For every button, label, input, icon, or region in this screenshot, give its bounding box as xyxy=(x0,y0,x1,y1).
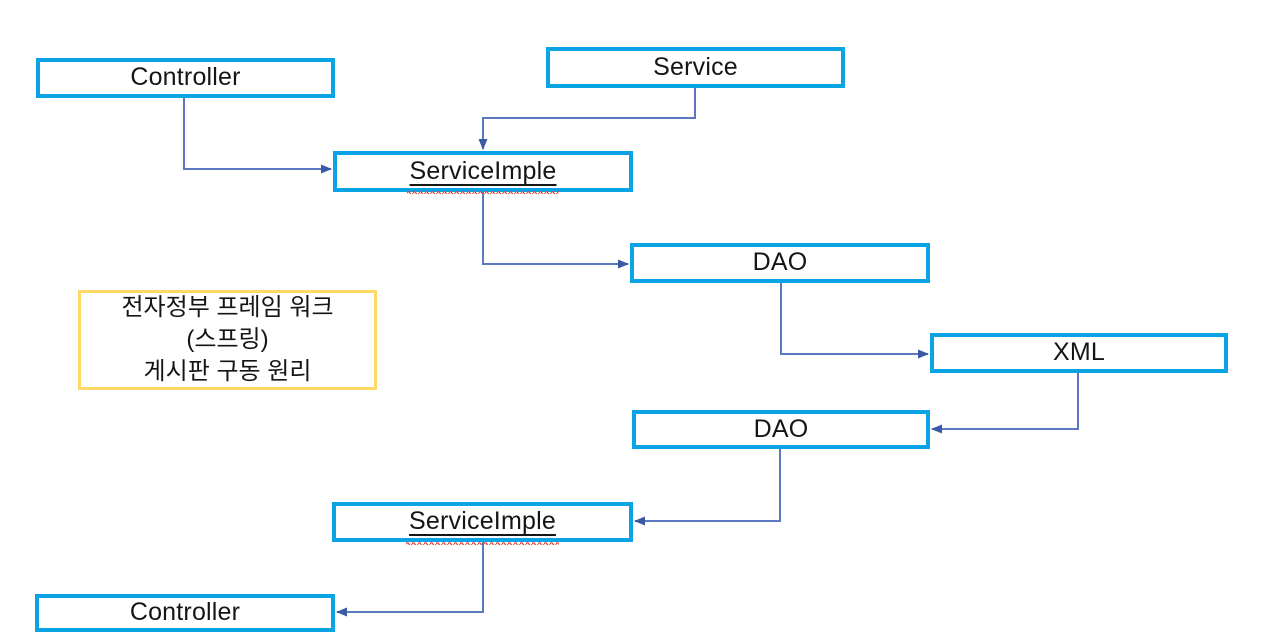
controller-top-label: Controller xyxy=(130,63,241,92)
note-line-3: 게시판 구동 원리 xyxy=(143,358,312,385)
serviceimple-bottom-to-controller-bottom-connector xyxy=(336,542,484,617)
xml-label: XML xyxy=(1052,338,1105,367)
serviceimple-bottom-spellcheck-squiggle xyxy=(406,540,559,545)
controller-top-box: Controller xyxy=(36,58,335,98)
controller-top-to-serviceimple-top-connector xyxy=(183,98,332,174)
xml-to-dao-bottom-connector xyxy=(931,373,1079,434)
service-to-serviceimple-top-connector xyxy=(478,88,696,150)
note-line-1: 전자정부 프레임 워크 xyxy=(121,294,334,321)
dao-bottom-label: DAO xyxy=(753,414,809,443)
controller-bottom-label: Controller xyxy=(129,598,241,627)
service-box: Service xyxy=(546,47,845,88)
dao-bottom-to-serviceimple-bottom-connector xyxy=(634,449,781,526)
dao-top-to-xml-connector xyxy=(780,283,929,359)
serviceimple-top-box: ServiceImple xyxy=(333,151,633,195)
serviceimple-bottom-box: ServiceImple xyxy=(332,502,633,545)
serviceimple-top-to-dao-top-connector xyxy=(482,192,629,269)
note-box: 전자정부 프레임 워크 (스프링) 게시판 구동 원리 xyxy=(78,290,377,390)
service-label: Service xyxy=(653,52,738,81)
serviceimple-top-label: ServiceImple xyxy=(406,157,560,195)
dao-top-label: DAO xyxy=(752,248,808,277)
dao-top-box: DAO xyxy=(630,243,930,283)
xml-box: XML xyxy=(930,333,1228,373)
controller-bottom-box: Controller xyxy=(35,594,335,632)
serviceimple-bottom-label: ServiceImple xyxy=(406,508,559,545)
dao-bottom-box: DAO xyxy=(632,410,930,449)
note-line-2: (스프링) xyxy=(186,326,269,353)
serviceimple-top-spellcheck-squiggle xyxy=(406,190,560,195)
